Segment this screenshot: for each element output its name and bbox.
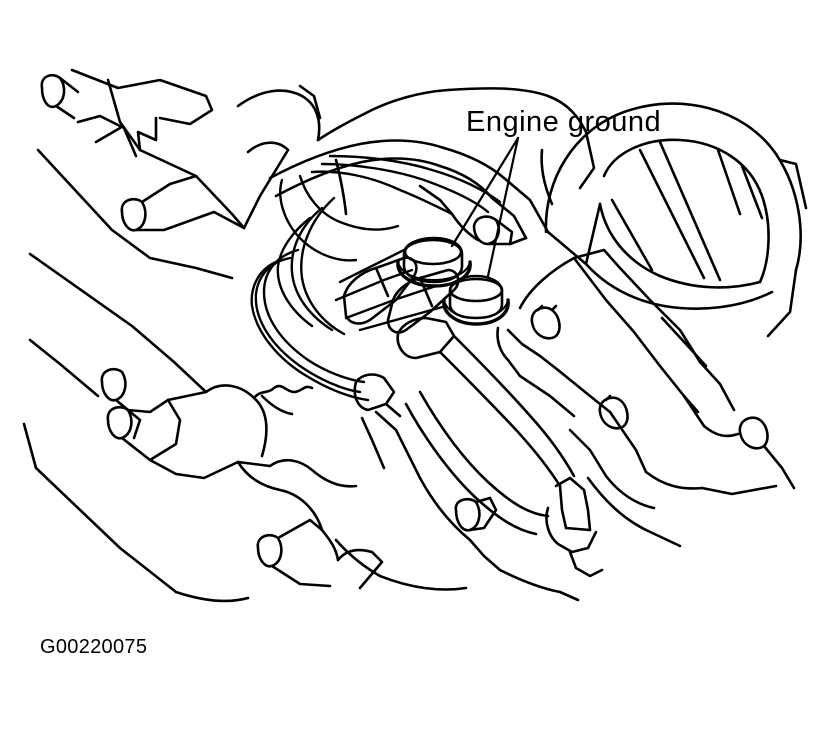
ground-stud-left bbox=[396, 236, 472, 288]
engine-ground-leader-lines bbox=[450, 136, 520, 278]
throttle-body bbox=[544, 102, 808, 338]
wire-harness bbox=[250, 154, 502, 402]
figure-id: G00220075 bbox=[40, 636, 148, 658]
right-flange-plate bbox=[496, 248, 796, 548]
engine-ground-label: Engine ground bbox=[466, 106, 662, 138]
ground-stud-right bbox=[442, 274, 510, 326]
engine-block bbox=[22, 68, 384, 603]
intake-manifold bbox=[236, 84, 596, 602]
